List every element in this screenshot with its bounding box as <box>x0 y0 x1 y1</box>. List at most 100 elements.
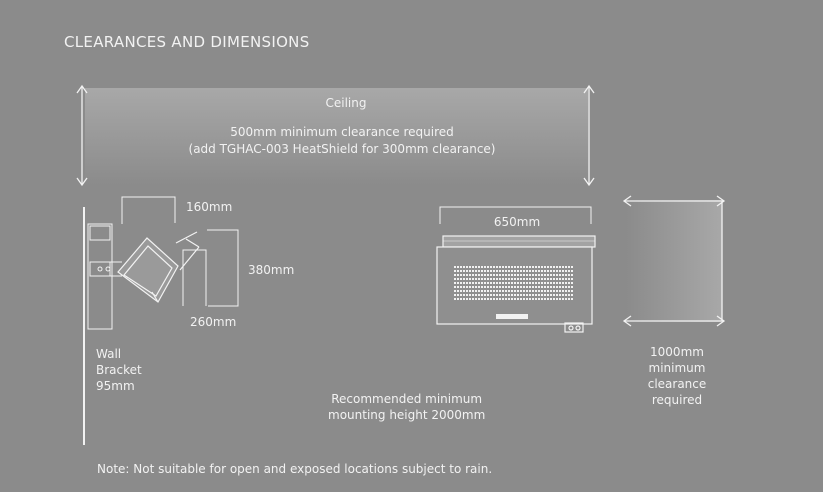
grille-dot <box>535 278 537 280</box>
grille-dot <box>565 286 567 288</box>
grille-dot <box>466 286 468 288</box>
grille-dot <box>493 294 495 296</box>
grille-dot <box>478 282 480 284</box>
grille-dot <box>550 290 552 292</box>
grille-dot <box>541 298 543 300</box>
grille-dot <box>526 286 528 288</box>
grille-dot <box>493 270 495 272</box>
grille-dot <box>493 266 495 268</box>
grille-dot <box>487 286 489 288</box>
grille-dot <box>565 266 567 268</box>
grille-dot <box>535 282 537 284</box>
grille-dot <box>565 298 567 300</box>
grille-dot <box>496 290 498 292</box>
grille-dot <box>469 294 471 296</box>
grille-dot <box>472 290 474 292</box>
grille-dot <box>511 294 513 296</box>
grille-dot <box>529 294 531 296</box>
grille-dot <box>547 290 549 292</box>
grille-dot <box>514 282 516 284</box>
grille-dot <box>553 274 555 276</box>
grille-dot <box>535 286 537 288</box>
grille-dot <box>523 298 525 300</box>
grille-dot <box>520 282 522 284</box>
grille-dot <box>526 298 528 300</box>
grille-dot <box>532 266 534 268</box>
grille-dot <box>454 294 456 296</box>
grille-dot <box>481 274 483 276</box>
grille-dot <box>553 282 555 284</box>
grille-dot <box>550 298 552 300</box>
grille-dot <box>469 266 471 268</box>
grille-dot <box>517 294 519 296</box>
heater-front-view <box>436 235 596 333</box>
grille-dot <box>532 286 534 288</box>
grille-dot <box>556 274 558 276</box>
grille-dot <box>541 294 543 296</box>
grille-dot <box>481 270 483 272</box>
grille-dot <box>487 298 489 300</box>
grille-dot <box>514 266 516 268</box>
wall-bracket-line3: 95mm <box>96 379 135 393</box>
grille-dot <box>493 282 495 284</box>
grille-dot <box>511 278 513 280</box>
grille-dot <box>508 298 510 300</box>
grille-dot <box>499 278 501 280</box>
grille-dot <box>490 286 492 288</box>
grille-dot <box>535 266 537 268</box>
grille-dot <box>493 278 495 280</box>
mounting-line2: mounting height 2000mm <box>328 408 486 422</box>
grille-dot <box>541 266 543 268</box>
grille-dot <box>556 298 558 300</box>
grille-dot <box>463 266 465 268</box>
grille-dot <box>571 274 573 276</box>
grille-dot <box>484 274 486 276</box>
grille-dot <box>505 282 507 284</box>
grille-dot <box>511 298 513 300</box>
grille-dot <box>556 282 558 284</box>
grille-dot <box>496 286 498 288</box>
grille-dot <box>481 286 483 288</box>
grille-dot <box>502 270 504 272</box>
grille-dot <box>514 294 516 296</box>
grille-dot <box>565 278 567 280</box>
grille-dot <box>511 266 513 268</box>
grille-dot <box>523 278 525 280</box>
grille-dot <box>493 286 495 288</box>
grille-dot <box>508 290 510 292</box>
grille-dot <box>481 266 483 268</box>
grille-dot <box>496 274 498 276</box>
heater-side-profile <box>117 231 200 303</box>
grille-dot <box>475 278 477 280</box>
grille-dot <box>457 298 459 300</box>
grille-dot <box>559 270 561 272</box>
grille-dot <box>571 294 573 296</box>
grille-dot <box>520 286 522 288</box>
grille-dot <box>562 298 564 300</box>
grille-dot <box>475 266 477 268</box>
grille-dot <box>508 286 510 288</box>
grille-dot <box>508 274 510 276</box>
grille-dot <box>532 290 534 292</box>
grille-dot <box>571 298 573 300</box>
grille-dot <box>508 278 510 280</box>
grille-dot <box>571 290 573 292</box>
grille-dot <box>454 298 456 300</box>
grille-dot <box>463 270 465 272</box>
grille-dot <box>517 270 519 272</box>
grille-dot <box>502 282 504 284</box>
grille-dot <box>472 270 474 272</box>
grille-dot <box>532 298 534 300</box>
grille-dot <box>550 278 552 280</box>
grille-dot <box>526 278 528 280</box>
grille-dot <box>478 278 480 280</box>
grille-dot <box>571 270 573 272</box>
side-top-arrow <box>622 195 726 207</box>
grille-dot <box>529 290 531 292</box>
grille-dot <box>487 274 489 276</box>
grille-dot <box>517 282 519 284</box>
grille-dot <box>523 286 525 288</box>
grille-dot <box>547 274 549 276</box>
grille-dot <box>499 270 501 272</box>
